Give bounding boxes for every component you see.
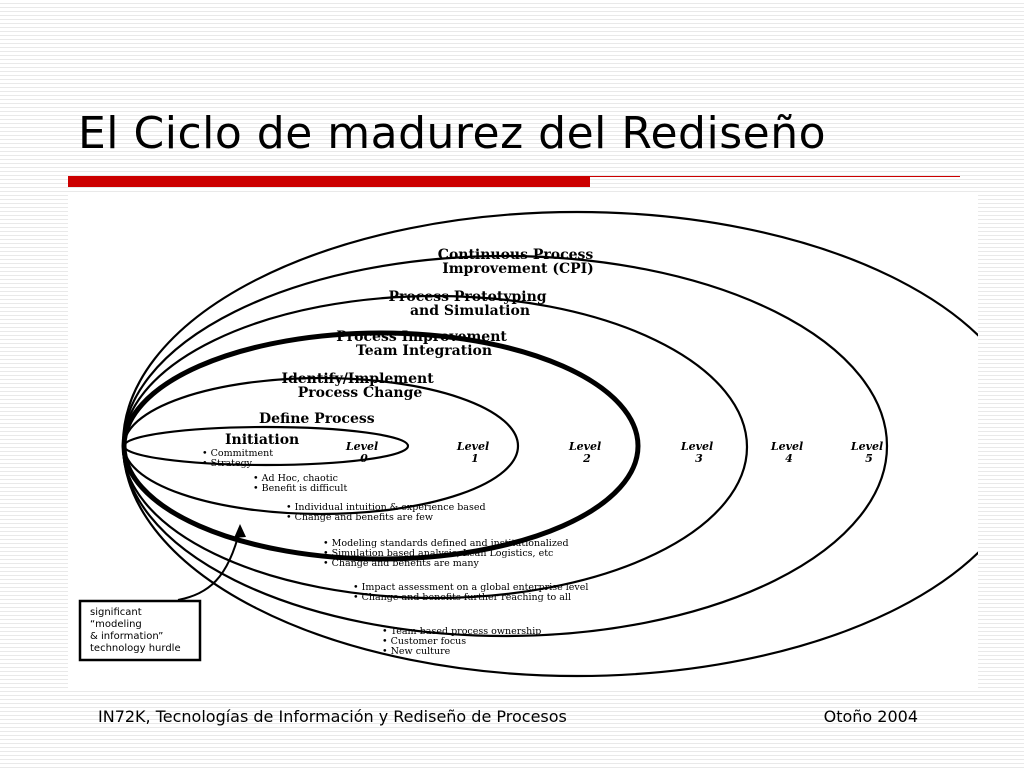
- maturity-diagram: Initiation Define Process Identify/Imple…: [78, 210, 978, 678]
- bullets-level-0: • Commitment • Strategy: [202, 448, 276, 469]
- hurdle-text: significant “modeling & information” tec…: [90, 607, 181, 654]
- bullets-level-2: • Individual intuition & experience base…: [286, 502, 489, 523]
- bullets-level-5: • Team-based process ownership • Custome…: [382, 626, 544, 657]
- level-label-2: Level 2: [568, 440, 605, 465]
- bullets-level-1: • Ad Hoc, chaotic • Benefit is difficult: [253, 473, 347, 494]
- title-underline-thin: [590, 176, 960, 177]
- hurdle-arrow: [177, 528, 241, 601]
- level-label-4: Level 4: [770, 440, 807, 465]
- stage-label-cpi: Continuous Process Improvement (CPI): [438, 247, 598, 277]
- stage-label-prototyping: Process Prototyping and Simulation: [389, 289, 552, 319]
- stage-label-identify-implement: Identify/Implement Process Change: [281, 371, 438, 401]
- level-label-3: Level 3: [680, 440, 717, 465]
- hurdle-arrow-head-icon: [234, 524, 246, 538]
- stage-label-team-integration: Process Improvement Team Integration: [336, 329, 511, 359]
- level-label-5: Level 5: [850, 440, 887, 465]
- stage-label-define-process: Define Process: [259, 411, 375, 427]
- title-underline-red: [68, 176, 590, 187]
- bullets-level-4: • Impact assessment on a global enterpri…: [353, 582, 591, 603]
- level-label-1: Level 1: [456, 440, 493, 465]
- ellipse-level-0: [122, 425, 410, 467]
- slide-title: El Ciclo de madurez del Rediseño: [78, 108, 827, 159]
- stage-label-initiation: Initiation: [225, 432, 299, 448]
- level-label-0: Level 0: [345, 440, 382, 465]
- maturity-diagram-panel: Initiation Define Process Identify/Imple…: [68, 194, 978, 688]
- bullets-level-3: • Modeling standards defined and institu…: [323, 538, 572, 569]
- footer-term: Otoño 2004: [823, 707, 918, 726]
- hurdle-box: [78, 599, 202, 662]
- footer-course: IN72K, Tecnologías de Información y Redi…: [98, 707, 567, 726]
